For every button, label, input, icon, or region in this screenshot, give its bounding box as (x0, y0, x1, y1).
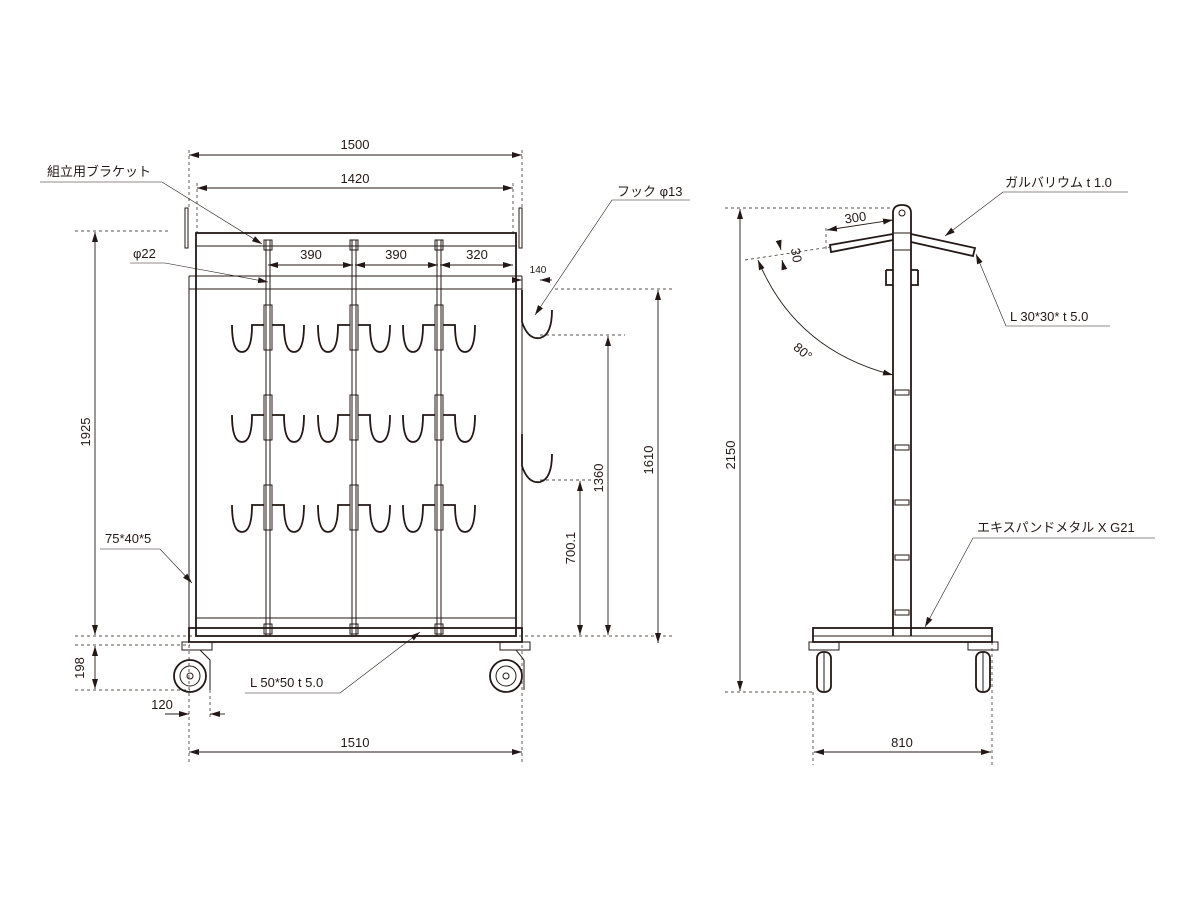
dim-spacing-2: 390 (385, 247, 407, 262)
hook-right (443, 414, 476, 443)
hook-mount (263, 484, 273, 531)
dim-spacing-3: 320 (466, 247, 488, 262)
pole-band (894, 389, 910, 396)
side-caster-right (967, 641, 999, 693)
caster-right (489, 641, 531, 693)
post-foot (263, 623, 273, 635)
side-caster-left (808, 641, 840, 693)
hook-mount (263, 304, 273, 351)
dim-total-height: 2150 (723, 441, 738, 470)
hook-right (358, 324, 391, 353)
assembly-bracket (434, 239, 444, 251)
hook-right (443, 324, 476, 353)
pole-band (894, 554, 910, 561)
dim-caster-height: 198 (72, 657, 87, 679)
label-bracket: 組立用ブラケット (47, 164, 151, 179)
hook-left (231, 324, 264, 353)
hook-left (317, 414, 350, 443)
side-pole (885, 204, 919, 636)
hook-right (358, 504, 391, 533)
dim-angle: 80° (791, 339, 816, 363)
hook-mount (434, 394, 444, 441)
hook-mount (263, 394, 273, 441)
hook-right (358, 414, 391, 443)
hook-left (317, 504, 350, 533)
hook-posts (263, 239, 444, 636)
pole-band (894, 499, 910, 506)
dim-roof-thickness: 30 (788, 247, 805, 264)
label-hook: フック φ13 (617, 184, 683, 199)
side-hook-upper (521, 290, 553, 340)
dim-spacing-1: 390 (300, 247, 322, 262)
dim-base-width: 810 (891, 735, 913, 750)
dim-roof-length: 300 (844, 209, 868, 227)
label-roof-angle: L 30*30* t 5.0 (1010, 309, 1088, 324)
dim-hook-mid-height: 1360 (591, 464, 606, 493)
dim-caster-offset: 120 (151, 697, 173, 712)
hook-mount (349, 304, 359, 351)
label-post: 75*40*5 (105, 531, 151, 546)
hook-mount (434, 484, 444, 531)
dim-hook-offset: 140 (530, 265, 547, 276)
hook-right (272, 414, 305, 443)
hook-left (402, 414, 435, 443)
dim-hook-top-height: 1610 (641, 446, 656, 475)
post-foot (434, 623, 444, 635)
dim-overall-top: 1500 (341, 137, 370, 152)
dim-frame-height: 1925 (78, 418, 93, 447)
hook-mount (349, 394, 359, 441)
hook-array (231, 304, 476, 533)
hook-right (272, 504, 305, 533)
caster-left (173, 641, 213, 693)
hook-left (402, 324, 435, 353)
pole-band (894, 609, 910, 616)
hook-right (443, 504, 476, 533)
hook-left (231, 504, 264, 533)
dim-inner-top: 1420 (341, 171, 370, 186)
dim-overall-bottom: 1510 (341, 735, 370, 750)
hook-left (402, 504, 435, 533)
label-mesh: エキスパンドメタル X G21 (977, 520, 1135, 535)
label-roof: ガルバリウム t 1.0 (1005, 175, 1112, 190)
front-frame (184, 207, 523, 643)
assembly-bracket (349, 239, 359, 251)
hook-mount (349, 484, 359, 531)
hook-right (272, 324, 305, 353)
side-roof (828, 233, 977, 258)
post-foot (349, 623, 359, 635)
side-hook-lower (521, 434, 553, 484)
assembly-bracket (263, 239, 273, 251)
side-base (812, 627, 993, 643)
label-pipe: φ22 (133, 246, 156, 261)
front-view: 1500 1420 390 390 320 140 組立用ブラケット φ22 フ… (40, 137, 690, 765)
label-base-angle: L 50*50 t 5.0 (250, 675, 323, 690)
dim-hook-low-height: 700.1 (563, 532, 578, 565)
hook-left (317, 324, 350, 353)
hook-mount (434, 304, 444, 351)
hook-left (231, 414, 264, 443)
side-view: ガルバリウム t 1.0 300 30 80° L 30*30* t 5.0 2… (723, 175, 1155, 765)
pole-band (894, 444, 910, 451)
